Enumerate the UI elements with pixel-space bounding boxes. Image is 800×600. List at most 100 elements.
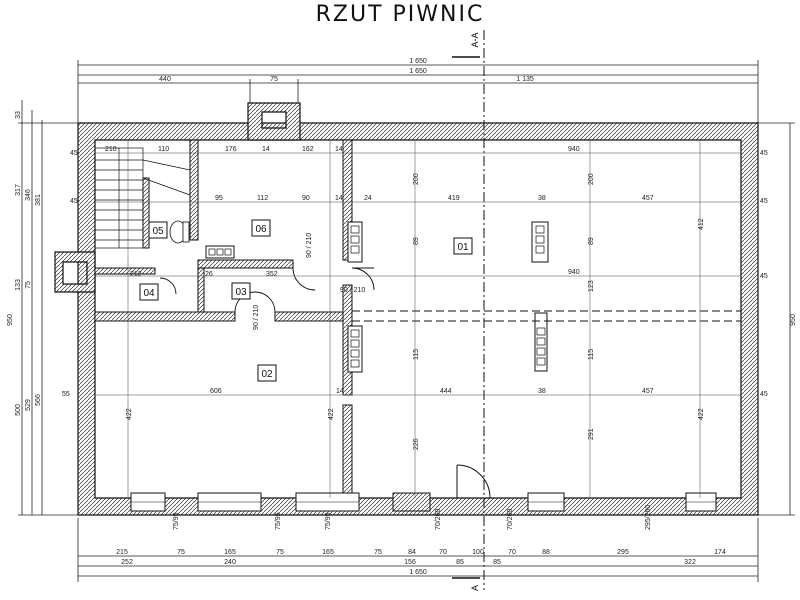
section-label-bottom: A [470,585,480,591]
dim-55: 55 [62,391,70,398]
interior-walls [94,139,353,499]
bot-total: 1 650 [409,569,427,576]
exterior-door [456,464,491,499]
dim-457a: 457 [642,195,654,202]
dim-14c: 14 [335,146,343,153]
dim-940b: 940 [568,269,580,276]
door-label-01: 90 / 210 [340,287,365,294]
dim-212: 212 [130,271,142,278]
dim-89b: 89 [588,237,595,245]
win-label-5: 70/260 [507,508,514,530]
dim-115b: 115 [588,349,595,360]
dim-90a: 90 [302,195,310,202]
right-dimension-lines [758,122,795,516]
left-dim-3: 381 [35,194,42,206]
bot-r1-10: 88 [542,549,550,556]
dim-123: 123 [588,280,595,292]
left-dim-9: 566 [35,394,42,406]
dim-45-right-3: 45 [760,273,768,280]
bot-r2-0: 252 [121,559,133,566]
bot-r2-5: 322 [684,559,696,566]
interior-dimension-texts: 45 210 110 176 14 162 14 940 45 45 95 11… [62,146,768,450]
dim-226: 226 [413,438,420,450]
bot-r1-3: 75 [276,549,284,556]
dim-176: 176 [225,146,237,153]
bot-r2-2: 156 [404,559,416,566]
win-label-3: 75/95 [325,512,332,530]
dim-top-b: 75 [270,76,278,83]
left-dim-1: 317 [15,184,22,196]
door-label-02: 90 / 210 [253,305,260,330]
section-label-top: A-A [470,32,480,47]
dim-422c: 422 [698,408,705,420]
win-label-1: 75/95 [173,512,180,530]
left-dimension-lines [18,100,78,516]
left-dim-2: 346 [25,189,32,201]
dim-14d: 14 [336,388,344,395]
dim-457b: 457 [642,388,654,395]
dim-419: 419 [448,195,460,202]
room-tags [139,219,473,382]
dim-45-left-2: 45 [70,198,78,205]
bot-r1-12: 174 [714,549,726,556]
dim-38a: 38 [538,195,546,202]
bottom-dim-row-1: 215 75 165 75 165 75 84 70 100 70 88 295… [116,549,726,556]
bot-r1-9: 70 [508,549,516,556]
beam-line [352,310,741,322]
win-label-4: 70/260 [435,508,442,530]
left-dim-6: 950 [7,314,14,326]
dim-412: 412 [698,218,705,230]
room-tag-04: 04 [143,288,155,299]
dim-162: 162 [302,146,314,153]
bot-r1-2: 165 [224,549,236,556]
room-tag-05: 05 [152,226,164,237]
bot-r2-1: 240 [224,559,236,566]
dim-38b: 38 [538,388,546,395]
left-dim-8: 529 [25,399,32,411]
toilet-fixture [169,220,190,244]
dim-200a: 200 [413,173,420,185]
plan-title: RZUT PIWNIC [315,2,485,27]
dim-210: 210 [105,146,117,153]
room-tag-02: 02 [261,369,273,380]
bot-r1-5: 75 [374,549,382,556]
window-labels: 75/95 75/95 75/95 70/260 70/260 295/260 [173,505,652,530]
dim-24: 24 [364,195,372,202]
dim-14b: 14 [335,195,343,202]
left-dim-0: 33 [15,111,22,119]
dim-352: 352 [266,271,278,278]
left-dimension-texts: 33 317 346 381 133 75 950 500 529 566 [7,111,42,416]
bot-r2-4: 85 [493,559,501,566]
dim-total-top-1: 1 650 [409,58,427,65]
dim-89a: 89 [413,237,420,245]
bot-r1-6: 84 [408,549,416,556]
win-label-6: 295/260 [645,505,652,530]
dim-940a: 940 [568,146,580,153]
section-line-a-a [452,30,485,590]
interior-dimension-lines [95,140,741,498]
room-tag-03: 03 [235,287,247,298]
dim-110: 110 [158,146,169,153]
dim-total-top-2: 1 650 [409,68,427,75]
dim-top-a: 440 [159,76,171,83]
dim-45-right-4: 45 [760,391,768,398]
structural-columns [205,221,549,373]
dim-45-left-1: 45 [70,150,78,157]
room-tag-01: 01 [457,242,469,253]
door-label-06: 90 / 210 [306,233,313,258]
dim-45-right-1: 45 [760,150,768,157]
bot-r2-3: 85 [456,559,464,566]
left-dim-7: 500 [15,404,22,416]
dim-top-c: 1 135 [516,76,534,83]
dim-422b: 422 [328,408,335,420]
room-tag-06: 06 [255,224,267,235]
bot-r1-8: 100 [472,549,484,556]
bot-r1-1: 75 [177,549,185,556]
top-dimension-lines [77,60,759,125]
dim-115a: 115 [413,349,420,360]
bot-r1-4: 165 [322,549,334,556]
staircase [94,147,191,249]
dim-444: 444 [440,388,452,395]
